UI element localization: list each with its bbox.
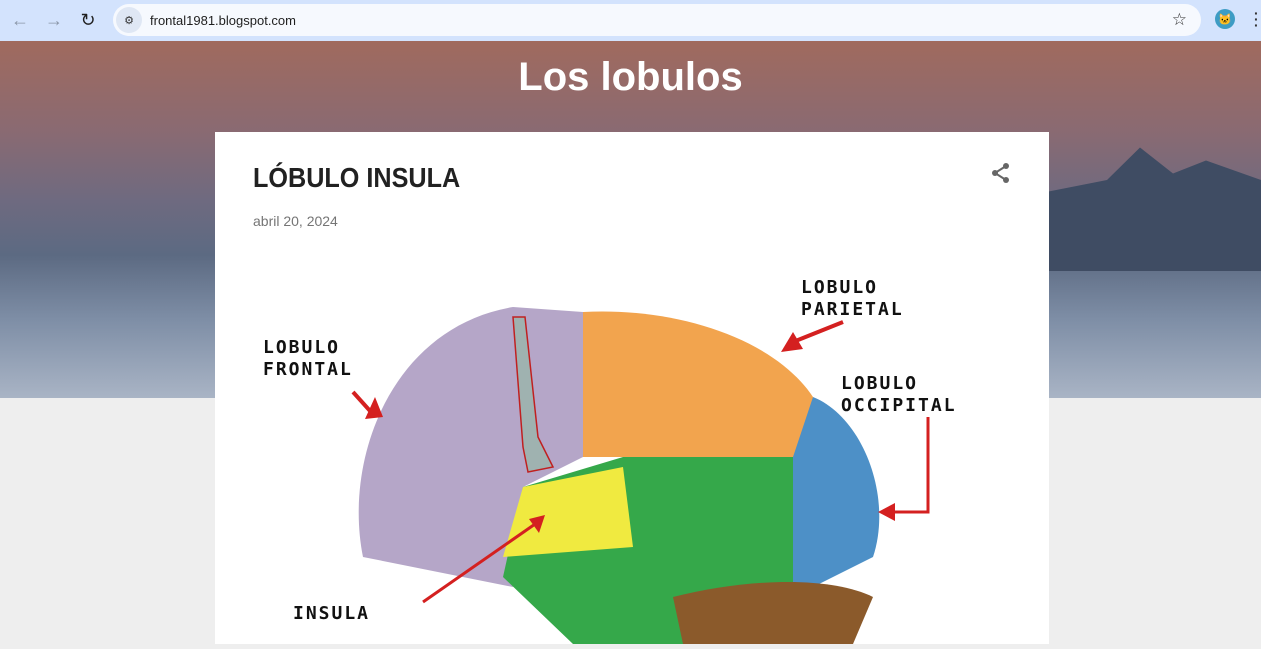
post-date[interactable]: abril 20, 2024 xyxy=(253,213,338,229)
label-frontal: LOBULO FRONTAL xyxy=(263,337,353,380)
forward-arrow-icon[interactable]: → xyxy=(45,10,63,30)
more-menu-icon[interactable]: ··· xyxy=(1254,5,1259,33)
back-arrow-icon[interactable]: ← xyxy=(11,10,29,30)
label-insula: INSULA xyxy=(293,603,371,624)
brain-illustration xyxy=(351,307,930,644)
label-parietal: LOBULO PARIETAL xyxy=(801,277,904,320)
mountain-decoration xyxy=(1041,147,1261,271)
site-settings-icon[interactable]: ⚙ xyxy=(116,7,142,33)
address-bar[interactable]: ⚙ frontal1981.blogspot.com ☆ xyxy=(113,4,1201,36)
reload-icon[interactable]: ↻ xyxy=(80,10,96,30)
url-text[interactable]: frontal1981.blogspot.com xyxy=(150,12,296,28)
browser-toolbar: ← → ↻ ⚙ frontal1981.blogspot.com ☆ 🐱 ··· xyxy=(0,0,1261,41)
post-card: LÓBULO INSULA abril 20, 2024 LOBULO FRON… xyxy=(215,132,1049,644)
blog-title[interactable]: Los lobulos xyxy=(518,55,743,99)
share-icon[interactable] xyxy=(991,162,1011,190)
label-occipital: LOBULO OCCIPITAL xyxy=(841,373,957,416)
brain-lobes-image[interactable]: LOBULO FRONTAL LOBULO PARIETAL LOBULO OC… xyxy=(253,257,1013,644)
post-title[interactable]: LÓBULO INSULA xyxy=(253,162,461,193)
profile-avatar-icon[interactable]: 🐱 xyxy=(1215,9,1235,29)
bookmark-star-icon[interactable]: ☆ xyxy=(1171,10,1187,29)
